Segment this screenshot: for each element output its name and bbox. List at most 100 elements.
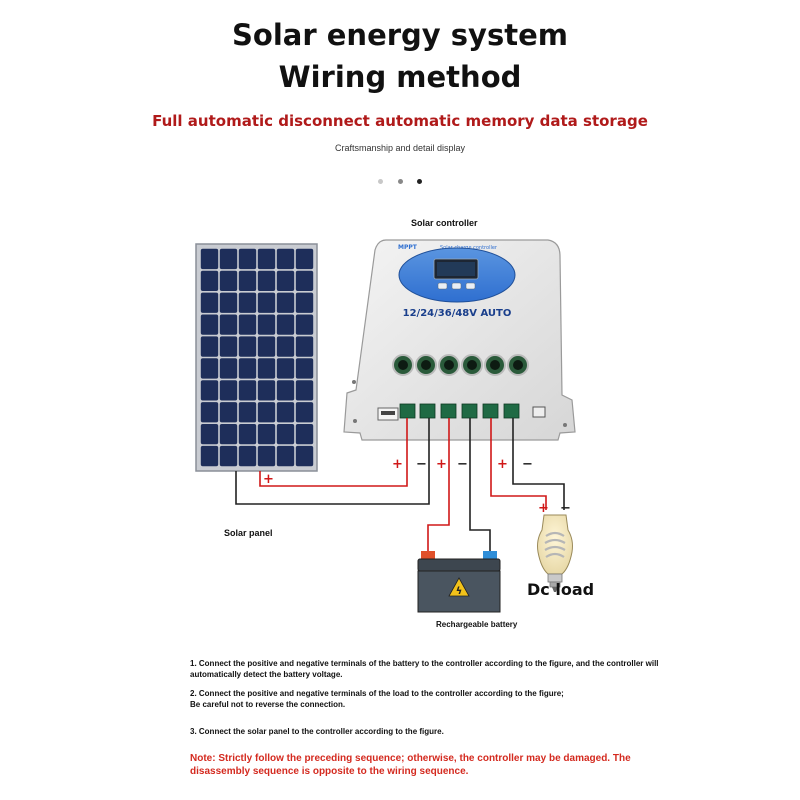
solar-cell (200, 314, 219, 335)
sign-panel-pos: + (263, 472, 274, 487)
solar-cell (238, 424, 257, 445)
battery-negative-terminal (483, 551, 497, 561)
solar-cell (276, 314, 295, 335)
load-negative-wire (512, 418, 565, 510)
solar-cell (276, 424, 295, 445)
subtitle: Full automatic disconnect automatic memo… (152, 112, 648, 130)
solar-cell (276, 248, 295, 270)
solar-cell (295, 292, 314, 313)
solar-cell (276, 358, 295, 379)
solar-cell (238, 270, 257, 291)
solar-cell (238, 402, 257, 423)
sign-ctrl-panel-neg: − (416, 457, 427, 472)
carousel-dot-1[interactable] (378, 179, 384, 184)
solar-cell (238, 445, 257, 467)
note-warning: Note: Strictly follow the preceding sequ… (190, 753, 631, 777)
carousel-dot-2[interactable] (397, 179, 403, 184)
solar-cell (219, 270, 238, 291)
solar-cell (257, 314, 276, 335)
solar-cell (295, 336, 314, 357)
sign-ctrl-batt-pos: + (436, 457, 447, 472)
battery-positive-wire (427, 418, 450, 551)
controller-model: Solar charge controller (440, 245, 498, 251)
title-line-1: Solar energy system (232, 18, 568, 52)
solar-cell (257, 424, 276, 445)
solar-cell (200, 358, 219, 379)
solar-cell (238, 336, 257, 357)
solar-cell (276, 445, 295, 467)
solar-cell (219, 358, 238, 379)
button-up[interactable] (451, 282, 462, 290)
solar-cell (257, 292, 276, 313)
solar-cell (295, 270, 314, 291)
dc-load-label: Dc load (527, 580, 595, 599)
solar-cell (200, 336, 219, 357)
solar-cell (219, 402, 238, 423)
solar-cell (219, 445, 238, 467)
solar-panel (195, 243, 318, 472)
screw-terminals (399, 403, 520, 419)
battery-label: Rechargeable battery (436, 620, 518, 629)
solar-cell (276, 292, 295, 313)
solar-cell (276, 402, 295, 423)
battery: ϟ (417, 551, 501, 613)
solar-cell (200, 380, 219, 401)
button-menu[interactable] (437, 282, 448, 290)
solar-cell (200, 248, 219, 270)
note-step-3: 3. Connect the solar panel to the contro… (190, 727, 444, 736)
solar-cell (276, 380, 295, 401)
carousel-dots (0, 171, 800, 189)
solar-cell (219, 314, 238, 335)
bulb-icon (537, 514, 573, 592)
battery-negative-wire (469, 418, 491, 551)
solar-cell (257, 402, 276, 423)
solar-cell (219, 292, 238, 313)
solar-cell (295, 314, 314, 335)
polarity-signs: + − + − + − + + − (263, 457, 571, 516)
solar-cell (219, 424, 238, 445)
solar-cell (200, 424, 219, 445)
title-block: Solar energy system Wiring method (0, 14, 800, 98)
solar-cell (295, 358, 314, 379)
load-positive-wire (490, 418, 547, 510)
solar-cell (257, 358, 276, 379)
carousel-dot-3[interactable] (416, 179, 422, 184)
warning-icon (448, 577, 470, 597)
note-step-2: 2. Connect the positive and negative ter… (190, 689, 564, 709)
terminal-holes (392, 354, 529, 376)
solar-cell (238, 380, 257, 401)
solar-cell (257, 270, 276, 291)
solar-cell (295, 424, 314, 445)
controller-brand: MPPT (398, 244, 418, 251)
sign-ctrl-load-neg: − (522, 457, 533, 472)
solar-cell (257, 445, 276, 467)
solar-cell (276, 336, 295, 357)
solar-cell (238, 314, 257, 335)
solar-cell (295, 248, 314, 270)
svg-text:ϟ: ϟ (456, 586, 463, 597)
solar-cell (238, 358, 257, 379)
caption: Craftsmanship and detail display (334, 143, 466, 153)
solar-cell (295, 445, 314, 467)
solar-controller: MPPT Solar charge controller 12/24/36/48… (343, 239, 576, 441)
solar-cell (200, 402, 219, 423)
solar-cell (200, 292, 219, 313)
solar-cell (257, 380, 276, 401)
battery-positive-terminal (421, 551, 435, 561)
solar-cell (200, 445, 219, 467)
sign-ctrl-batt-neg: − (457, 457, 468, 472)
solar-cell (257, 336, 276, 357)
solar-cell (257, 248, 276, 270)
solar-cell (276, 270, 295, 291)
solar-cell (238, 292, 257, 313)
solar-cell (295, 380, 314, 401)
title-line-2: Wiring method (278, 60, 522, 94)
note-step-1: 1. Connect the positive and negative ter… (190, 659, 659, 679)
sign-load-neg: − (560, 501, 571, 516)
button-down[interactable] (465, 282, 476, 290)
sign-ctrl-load-pos: + (497, 457, 508, 472)
panel-label: Solar panel (224, 528, 273, 538)
solar-cell (238, 248, 257, 270)
solar-cell (219, 336, 238, 357)
